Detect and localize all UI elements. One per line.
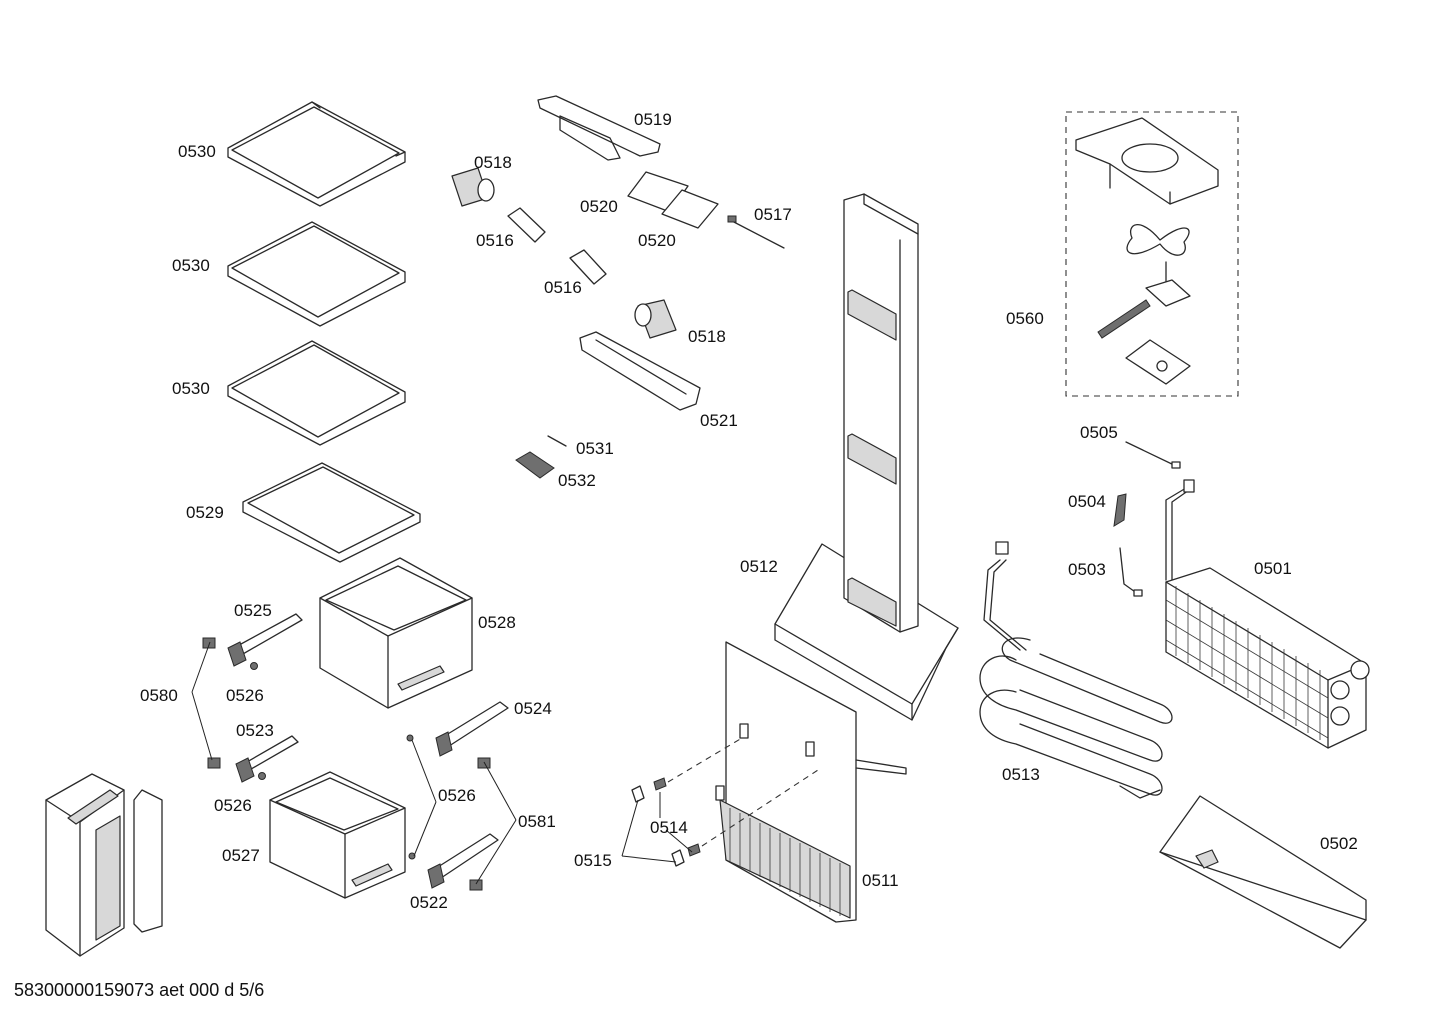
- label-0520-a: 0520: [580, 197, 618, 216]
- label-0528: 0528: [478, 613, 516, 632]
- motor-bracket: [1125, 339, 1191, 385]
- screw-0526-a: [250, 662, 258, 670]
- lamp-0516-b: [569, 249, 607, 285]
- screw-0526-b: [258, 772, 266, 780]
- clamp-0504: [1113, 493, 1127, 527]
- label-0530-lower: 0530: [172, 379, 210, 398]
- lamp-socket-0518-a: [451, 167, 495, 207]
- pin-0531: [547, 435, 567, 447]
- lamp-socket-0518-b: [634, 299, 677, 339]
- sensor-wire-0505: [1125, 441, 1181, 469]
- label-0532: 0532: [558, 471, 596, 490]
- drawer-rail-0523: [235, 735, 299, 783]
- screw-0526-d: [408, 852, 416, 860]
- switch-0532: [515, 451, 555, 479]
- evaporator-0501: [1165, 479, 1370, 749]
- label-0518-a: 0518: [474, 153, 512, 172]
- glass-shelf-top: [227, 101, 406, 207]
- label-0502: 0502: [1320, 834, 1358, 853]
- label-0524: 0524: [514, 699, 552, 718]
- label-0519: 0519: [634, 110, 672, 129]
- label-0516-a: 0516: [476, 231, 514, 250]
- drawer-rail-0524: [435, 701, 509, 757]
- label-0525: 0525: [234, 601, 272, 620]
- glass-shelf-middle: [227, 221, 406, 327]
- lamp-0516-a: [507, 207, 546, 243]
- air-duct-0512: [774, 193, 959, 721]
- drawer-rail-0522: [427, 833, 499, 889]
- label-0518-b: 0518: [688, 327, 726, 346]
- label-0505: 0505: [1080, 423, 1118, 442]
- screw-0526-c: [406, 734, 414, 742]
- fan-blade: [1126, 224, 1190, 256]
- fan-assembly-group-box: [1065, 111, 1239, 397]
- glass-shelf-lower: [227, 340, 406, 446]
- label-0522: 0522: [410, 893, 448, 912]
- label-0580: 0580: [140, 686, 178, 705]
- fan-motor: [1097, 261, 1191, 339]
- label-0529: 0529: [186, 503, 224, 522]
- label-0501: 0501: [1254, 559, 1292, 578]
- screw-0514-upper: [653, 777, 667, 791]
- label-0523: 0523: [236, 721, 274, 740]
- evaporator-fins: [1165, 586, 1329, 740]
- label-0504: 0504: [1068, 492, 1106, 511]
- crisper-drawer-small: [269, 771, 406, 899]
- screw-0514-lower: [687, 843, 701, 857]
- glass-shelf-bottom: [242, 462, 421, 563]
- drip-tray-0502: [1159, 795, 1367, 949]
- label-0530-middle: 0530: [172, 256, 210, 275]
- label-0503: 0503: [1068, 560, 1106, 579]
- door-panel-thumbnail: [133, 789, 163, 933]
- back-panel-0511: [715, 641, 907, 923]
- label-0514: 0514: [650, 818, 688, 837]
- label-0515: 0515: [574, 851, 612, 870]
- label-0526-c: 0526: [438, 786, 476, 805]
- label-0526-a: 0526: [226, 686, 264, 705]
- grille-ribs: [729, 808, 841, 916]
- fan-housing: [1075, 117, 1219, 205]
- label-0526-b: 0526: [214, 796, 252, 815]
- label-0520-b: 0520: [638, 231, 676, 250]
- document-id: 58300000159073 aet 000 d 5/6: [14, 980, 265, 1000]
- cable-0517: [727, 215, 785, 249]
- sensor-0503: [1119, 547, 1143, 597]
- label-0530-top: 0530: [178, 142, 216, 161]
- label-0521: 0521: [700, 411, 738, 430]
- cap-0515-lower: [671, 849, 685, 867]
- condenser-coil-0513: [979, 541, 1173, 799]
- label-0531: 0531: [576, 439, 614, 458]
- leader-lines: [191, 641, 693, 885]
- drawer-rail-0525: [227, 613, 303, 667]
- clip-0581-lower: [469, 879, 483, 891]
- label-0513: 0513: [1002, 765, 1040, 784]
- cap-0515-upper: [631, 785, 645, 803]
- clip-0580-upper: [202, 637, 216, 649]
- label-0516-b: 0516: [544, 278, 582, 297]
- bracket-0519: [537, 95, 661, 161]
- light-cover-0521: [579, 331, 701, 411]
- label-0560: 0560: [1006, 309, 1044, 328]
- label-0527: 0527: [222, 846, 260, 865]
- door-liner-thumbnail: [45, 773, 125, 957]
- label-0511: 0511: [862, 871, 899, 890]
- label-0512: 0512: [740, 557, 778, 576]
- lamp-cover-0520-b: [661, 189, 719, 229]
- label-0517: 0517: [754, 205, 792, 224]
- clip-0580-lower: [207, 757, 221, 769]
- label-0581: 0581: [518, 812, 556, 831]
- crisper-drawer-large: [319, 557, 473, 709]
